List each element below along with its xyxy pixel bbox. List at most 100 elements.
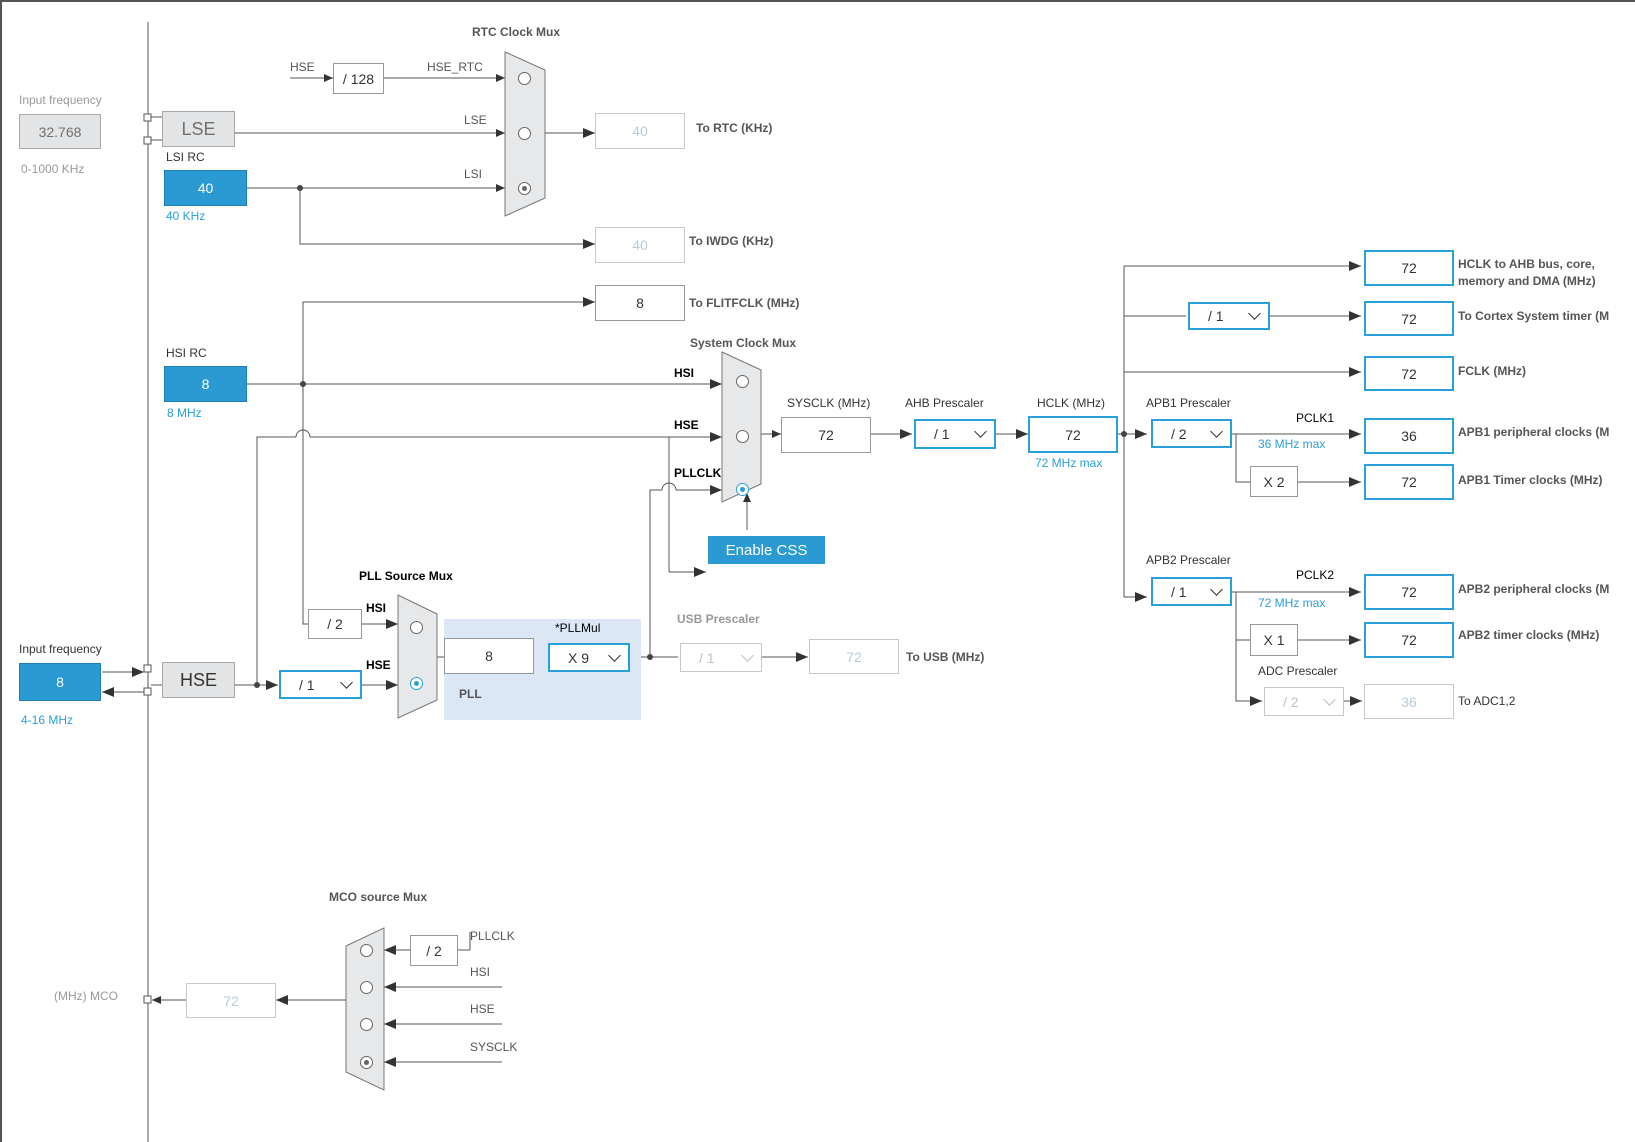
mco-in-pll: PLLCLK: [470, 929, 515, 943]
hsi-title: HSI RC: [166, 346, 207, 360]
sys-mux-title: System Clock Mux: [690, 336, 797, 350]
hsi-unit: 8 MHz: [167, 406, 202, 420]
apb1-prescaler-label: APB1 Prescaler: [1146, 396, 1231, 410]
sys-mux-in-hse: HSE: [674, 418, 699, 432]
mco-in-hse: HSE: [470, 1002, 495, 1016]
sys-mux-in-pll: PLLCLK: [674, 466, 722, 480]
sysclk-label: SYSCLK (MHz): [787, 396, 871, 410]
pll-label: PLL: [459, 687, 482, 701]
apb2-prescaler-label: APB2 Prescaler: [1146, 553, 1231, 567]
pclk2-label: PCLK2: [1296, 568, 1335, 582]
hclk-input-field[interactable]: 72: [1028, 416, 1118, 453]
pclk1-max-label: 36 MHz max: [1258, 437, 1326, 451]
pll-mux-shape: [397, 594, 438, 719]
hclk-ahb-output-label: HCLK to AHB bus, core,: [1458, 257, 1595, 271]
lse-block[interactable]: LSE: [162, 111, 235, 147]
usb-output-label: To USB (MHz): [906, 650, 985, 664]
apb2-prescaler-select[interactable]: / 1: [1151, 577, 1232, 606]
apb2-peripheral-output-field[interactable]: 72: [1364, 574, 1454, 610]
fclk-output-field[interactable]: 72: [1364, 356, 1454, 391]
pll-mul-label: *PLLMul: [555, 621, 601, 635]
rtc-in-lse-label: LSE: [464, 113, 487, 127]
chevron-down-icon: [340, 675, 353, 689]
pll-mux-in-hse: HSE: [366, 658, 391, 672]
sys-mux-in-hsi: HSI: [674, 366, 695, 380]
chevron-down-icon: [974, 425, 987, 438]
pclk1-label: PCLK1: [1296, 411, 1335, 425]
lse-input-field[interactable]: 32.768: [19, 114, 101, 149]
hse-input-field[interactable]: 8: [19, 663, 101, 701]
ahb-prescaler-label: AHB Prescaler: [905, 396, 984, 410]
chevron-down-icon: [1248, 307, 1261, 320]
hclk-ahb-output-label-2: memory and DMA (MHz): [1458, 274, 1596, 288]
chevron-down-icon: [608, 648, 621, 662]
sys-mux-radio-pll[interactable]: [736, 483, 749, 496]
hclk-ahb-output-field[interactable]: 72: [1364, 250, 1454, 286]
hse-prediv-select[interactable]: / 1: [279, 670, 362, 699]
chevron-down-icon: [1210, 582, 1223, 596]
mco-output-label: (MHz) MCO: [54, 989, 118, 1003]
pll-input-value: 8: [444, 638, 534, 674]
mco-mux-radio-hsi[interactable]: [360, 981, 373, 994]
ahb-prescaler-select[interactable]: / 1: [914, 419, 996, 449]
rtc-output-value: 40: [595, 113, 685, 149]
sys-mux-radio-hsi[interactable]: [736, 375, 749, 388]
adc-prescaler-select[interactable]: / 2: [1264, 687, 1344, 716]
lse-input-label: Input frequency: [19, 93, 102, 107]
rtc-mux-radio-lsi[interactable]: [518, 182, 531, 195]
cortex-timer-output-label: To Cortex System timer (M: [1458, 309, 1610, 323]
mco-in-sys: SYSCLK: [470, 1040, 518, 1054]
lsi-title: LSI RC: [166, 150, 205, 164]
apb1-peripheral-output-label: APB1 peripheral clocks (M: [1458, 425, 1610, 439]
cortex-timer-prescaler-select[interactable]: / 1: [1188, 302, 1270, 330]
rtc-in-hse-label: HSE: [290, 60, 315, 74]
enable-css-button[interactable]: Enable CSS: [708, 536, 825, 564]
rtc-in-hse-rtc-label: HSE_RTC: [427, 60, 483, 74]
mco-output-value: 72: [186, 983, 276, 1018]
apb2-timer-output-field[interactable]: 72: [1364, 622, 1454, 658]
adc-output-value: 36: [1364, 684, 1454, 719]
cortex-timer-output-field[interactable]: 72: [1364, 301, 1454, 336]
rtc-mux-title: RTC Clock Mux: [472, 25, 561, 39]
lsi-unit: 40 KHz: [166, 209, 206, 223]
flitf-output-value: 8: [595, 285, 685, 321]
pll-mul-select[interactable]: X 9: [548, 643, 630, 672]
pll-mux-title: PLL Source Mux: [359, 569, 453, 583]
lsi-value: 40: [164, 170, 247, 206]
hse-block[interactable]: HSE: [162, 662, 235, 698]
iwdg-output-value: 40: [595, 227, 685, 263]
apb1-peripheral-output-field[interactable]: 36: [1364, 418, 1454, 454]
pll-mux-radio-hse[interactable]: [410, 677, 423, 690]
lse-range-label: 0-1000 KHz: [21, 162, 85, 176]
iwdg-output-label: To IWDG (KHz): [689, 234, 774, 248]
hsi-value: 8: [164, 366, 247, 402]
usb-output-value: 72: [809, 639, 899, 674]
apb2-peripheral-output-label: APB2 peripheral clocks (M: [1458, 582, 1610, 596]
chevron-down-icon: [1323, 692, 1336, 706]
mco-mux-radio-pll[interactable]: [360, 944, 373, 957]
mco-div2-box: / 2: [410, 935, 458, 966]
mco-mux-radio-hse[interactable]: [360, 1018, 373, 1031]
flitf-output-label: To FLITFCLK (MHz): [689, 296, 800, 310]
rtc-div128-box: / 128: [333, 63, 384, 94]
pll-mux-in-hsi: HSI: [366, 601, 387, 615]
hse-range-label: 4-16 MHz: [21, 713, 74, 727]
hclk-label: HCLK (MHz): [1037, 396, 1105, 410]
mco-in-hsi: HSI: [470, 965, 491, 979]
sys-mux-shape: [721, 351, 762, 503]
chevron-down-icon: [1210, 424, 1223, 438]
mco-mux-radio-sys[interactable]: [360, 1056, 373, 1069]
rtc-mux-radio-hse[interactable]: [518, 72, 531, 85]
sys-mux-radio-hse[interactable]: [736, 430, 749, 443]
hse-input-label: Input frequency: [19, 642, 102, 656]
apb2-timer-output-label: APB2 timer clocks (MHz): [1458, 628, 1600, 642]
usb-prescaler-select[interactable]: / 1: [680, 643, 762, 672]
apb1-timer-output-field[interactable]: 72: [1364, 464, 1454, 500]
chevron-down-icon: [741, 648, 754, 662]
pll-mux-radio-hsi[interactable]: [410, 621, 423, 634]
rtc-mux-radio-lse[interactable]: [518, 127, 531, 140]
apb1-prescaler-select[interactable]: / 2: [1151, 419, 1232, 448]
apb1-timer-output-label: APB1 Timer clocks (MHz): [1458, 473, 1603, 487]
